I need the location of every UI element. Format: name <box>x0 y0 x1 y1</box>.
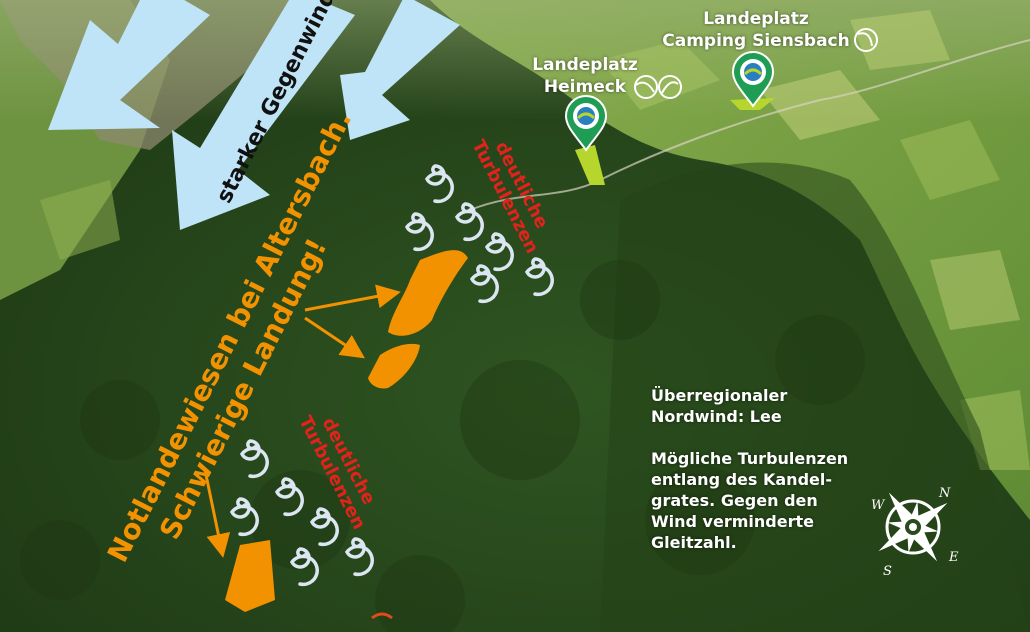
wind-arrows <box>48 0 460 230</box>
compass-n: N <box>938 486 951 501</box>
info-line4: entlang des Kandel- <box>651 470 832 489</box>
wind-arrow-icon <box>48 0 210 130</box>
valley-meadows <box>430 0 1030 520</box>
landing-label-camping-line1: Landeplatz <box>703 9 809 29</box>
emergency-field-3 <box>225 540 275 612</box>
compass-rose-icon: N W E S <box>871 486 959 579</box>
emergency-field-1 <box>388 250 468 336</box>
landing-label-heimeck-line2: Heimeck <box>543 77 627 97</box>
info-line5: grates. Gegen den <box>651 491 818 510</box>
info-line7: Gleitzahl. <box>651 533 737 552</box>
info-line2: Nordwind: Lee <box>651 407 782 426</box>
compass-w: W <box>871 498 886 513</box>
wind-direction-icon <box>634 28 878 99</box>
compass-e: E <box>948 550 959 565</box>
info-text: Überregionaler Nordwind: Lee Mögliche Tu… <box>651 385 848 553</box>
landing-label-camping-line2: Camping Siensbach <box>662 31 850 51</box>
map-pin-icon[interactable] <box>564 95 608 152</box>
compass-s: S <box>883 564 892 579</box>
info-line1: Überregionaler <box>651 386 788 405</box>
emergency-pointers <box>203 284 401 558</box>
map-pin-icon[interactable] <box>731 51 775 108</box>
landing-label-heimeck-line1: Landeplatz <box>532 55 638 75</box>
wind-arrow-icon <box>172 0 355 230</box>
emergency-field-2 <box>368 343 420 389</box>
landing-label-heimeck: Landeplatz Heimeck <box>527 54 643 98</box>
wind-arrow-icon <box>340 0 460 140</box>
field-patches <box>40 10 1030 470</box>
landing-label-camping: Landeplatz Camping Siensbach <box>658 8 854 52</box>
info-line3: Mögliche Turbulenzen <box>651 449 849 468</box>
valley-road <box>469 39 1030 211</box>
landing-zone-heimeck <box>575 145 605 185</box>
info-line6: Wind verminderte <box>651 512 814 531</box>
paraglider-icon <box>371 612 393 620</box>
